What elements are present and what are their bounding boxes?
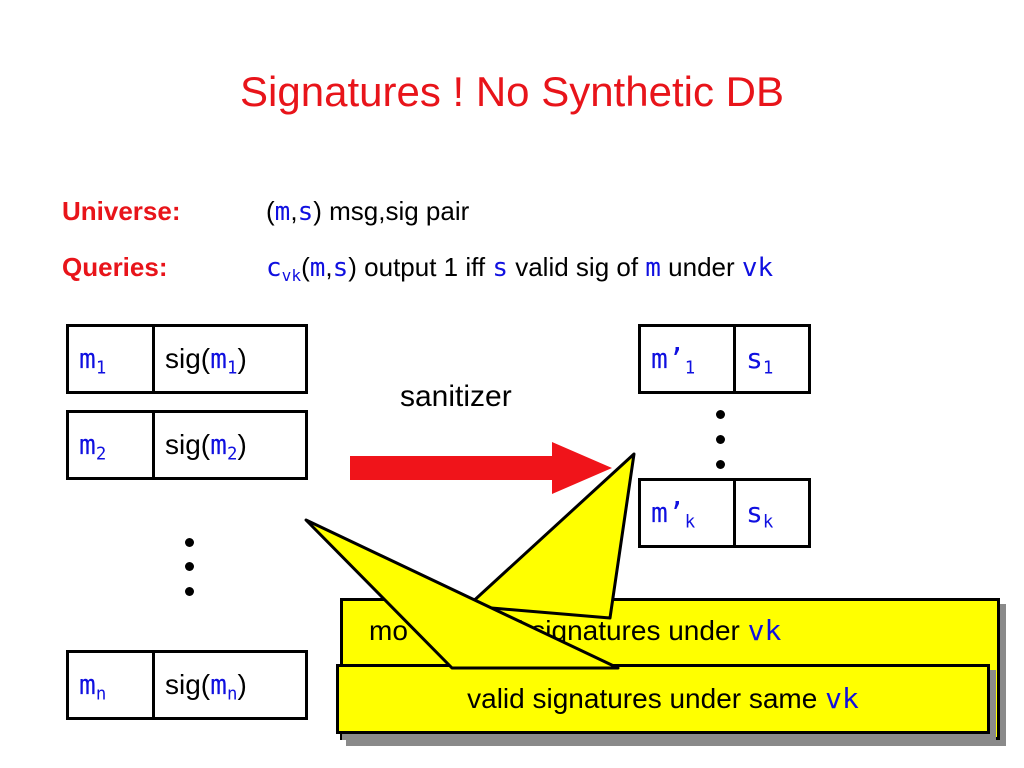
row-1-sig-sub: 1 bbox=[226, 358, 238, 379]
row-1-sig-close: ) bbox=[237, 343, 247, 374]
universe-label: Universe: bbox=[62, 196, 181, 226]
callout-front-vk: vk bbox=[825, 682, 859, 715]
row-n-sig-open: sig( bbox=[165, 669, 211, 700]
right-row-k-m-sub: k bbox=[684, 512, 696, 533]
universe-open: ( bbox=[266, 196, 275, 226]
query-text-3: under bbox=[660, 252, 742, 282]
universe-desc: ) msg,sig pair bbox=[313, 196, 470, 226]
query-s: s bbox=[332, 253, 349, 283]
callout-front: valid signatures under same vk bbox=[336, 664, 990, 734]
row-n-sig-close: ) bbox=[237, 669, 247, 700]
query-c-subscript: vk bbox=[281, 266, 302, 286]
query-open: ( bbox=[301, 252, 310, 282]
row-2-sig-m: m bbox=[210, 428, 227, 461]
row-2-sig-sub: 2 bbox=[226, 444, 238, 465]
queries-definition: cvk(m,s) output 1 iff s valid sig of m u… bbox=[266, 252, 773, 285]
row-n-m-sub: n bbox=[95, 684, 107, 705]
row-1-m: m bbox=[79, 342, 96, 375]
sanitizer-label: sanitizer bbox=[400, 380, 512, 413]
right-row-1-m-sub: 1 bbox=[684, 358, 696, 379]
left-db-row-n-message: mn bbox=[66, 650, 155, 720]
row-2-m: m bbox=[79, 428, 96, 461]
callout-back-vk: vk bbox=[747, 614, 782, 647]
row-1-m-sub: 1 bbox=[95, 358, 107, 379]
left-db-row-2-signature: sig(m2) bbox=[152, 410, 308, 480]
row-n-sig-m: m bbox=[210, 668, 227, 701]
query-vk: vk bbox=[741, 253, 774, 283]
row-1-sig-open: sig( bbox=[165, 343, 211, 374]
universe-s: s bbox=[297, 197, 314, 227]
row-n-sig-sub: n bbox=[226, 684, 238, 705]
right-ellipsis-dot bbox=[716, 460, 725, 469]
query-s2: s bbox=[492, 253, 508, 283]
row-2-sig-close: ) bbox=[237, 429, 247, 460]
left-ellipsis-dot bbox=[185, 538, 194, 547]
row-2-sig-open: sig( bbox=[165, 429, 211, 460]
query-m: m bbox=[309, 253, 326, 283]
left-ellipsis-dot bbox=[185, 587, 194, 596]
left-db-row-n-signature: sig(mn) bbox=[152, 650, 308, 720]
right-row-1-m: m’ bbox=[651, 342, 685, 375]
queries-label: Queries: bbox=[62, 252, 168, 282]
right-row-1-s: s bbox=[746, 342, 763, 375]
right-ellipsis-dot bbox=[716, 435, 725, 444]
right-db-row-k-signature: sk bbox=[733, 478, 811, 548]
universe-definition: (m,s) msg,sig pair bbox=[266, 196, 469, 227]
query-m2: m bbox=[645, 253, 661, 283]
row-n-m: m bbox=[79, 668, 96, 701]
right-row-k-s-sub: k bbox=[762, 512, 774, 533]
callout-front-text: valid signatures under same bbox=[467, 683, 826, 714]
right-db-row-1-message: m’1 bbox=[638, 324, 736, 394]
right-ellipsis-dot bbox=[716, 410, 725, 419]
right-db-row-1-signature: s1 bbox=[733, 324, 811, 394]
row-2-m-sub: 2 bbox=[95, 444, 107, 465]
right-row-1-s-sub: 1 bbox=[762, 358, 774, 379]
universe-comma: , bbox=[290, 196, 298, 226]
row-1-sig-m: m bbox=[210, 342, 227, 375]
query-text-2: valid sig of bbox=[508, 252, 646, 282]
slide-title: Signatures ! No Synthetic DB bbox=[240, 68, 784, 115]
callout-back-text-start: mo bbox=[369, 615, 408, 646]
query-text-1: ) output 1 iff bbox=[348, 252, 493, 282]
universe-m: m bbox=[274, 197, 291, 227]
query-c: c bbox=[266, 253, 282, 283]
sanitizer-arrow bbox=[350, 442, 612, 494]
right-row-k-m: m’ bbox=[651, 496, 685, 529]
left-db-row-1-signature: sig(m1) bbox=[152, 324, 308, 394]
right-row-k-s: s bbox=[746, 496, 763, 529]
left-ellipsis-dot bbox=[185, 562, 194, 571]
query-comma: , bbox=[325, 252, 333, 282]
